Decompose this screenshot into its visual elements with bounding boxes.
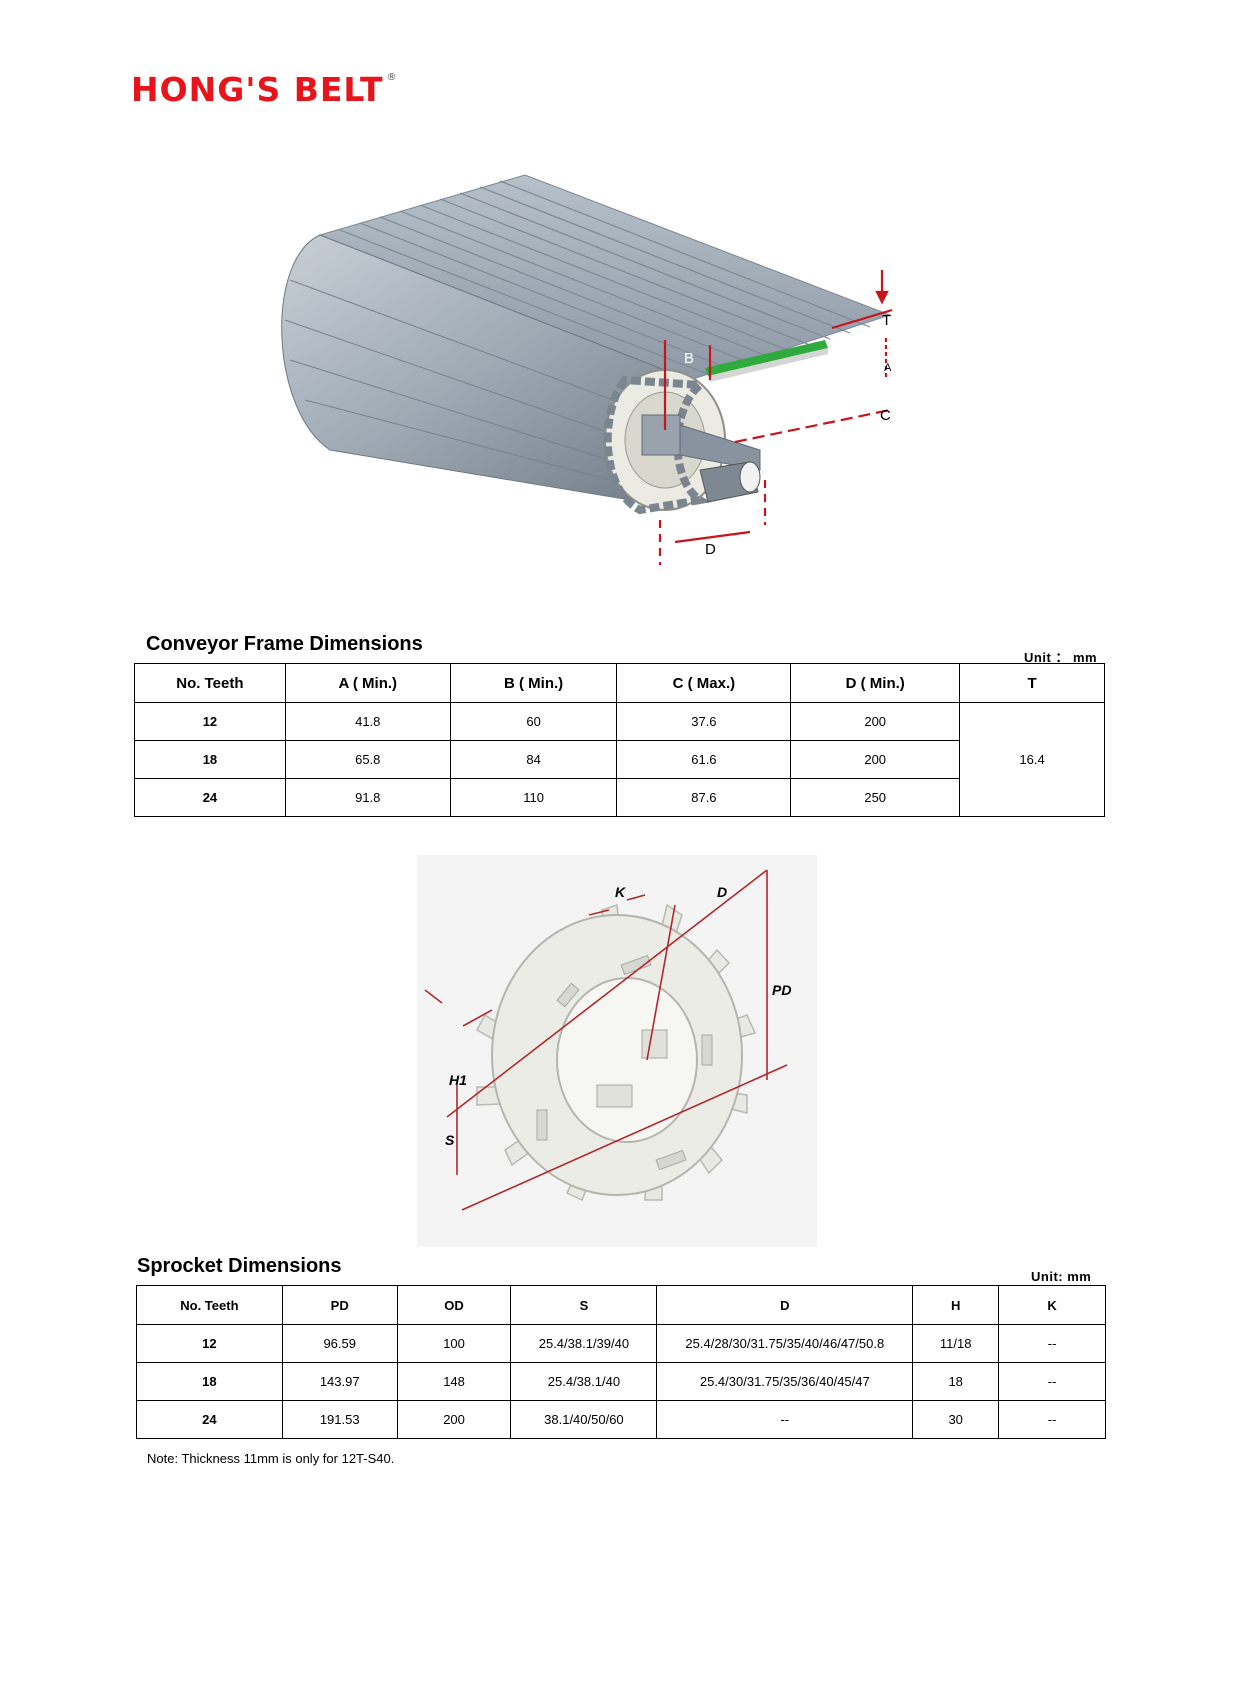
frame-section-title: Conveyor Frame Dimensions (146, 633, 423, 655)
frame-dimensions-table: No. Teeth A ( Min.) B ( Min.) C ( Max.) … (134, 663, 1105, 817)
col-header: C ( Max.) (616, 663, 792, 703)
conveyor-belt-illustration: T A B C D (281, 174, 893, 565)
dim-label-k: K (615, 884, 626, 900)
cell-a: 41.8 (284, 702, 451, 741)
cell-teeth: 18 (134, 740, 286, 779)
col-header: D (656, 1285, 914, 1325)
col-header: A ( Min.) (284, 663, 451, 703)
sprocket-illustration: K D PD H1 S (417, 855, 817, 1247)
sprocket-dimensions-table: No. Teeth PD OD S D H K 12 96.59 100 25.… (136, 1285, 1106, 1439)
col-header: T (959, 663, 1105, 703)
table-header-row: No. Teeth PD OD S D H K (136, 1285, 1106, 1325)
dim-label-d: D (717, 884, 727, 900)
dim-label-s: S (445, 1132, 455, 1148)
cell-teeth: 12 (134, 702, 286, 741)
cell-d: 250 (790, 778, 961, 817)
cell-s: 25.4/38.1/39/40 (510, 1324, 658, 1363)
table-row: 24 191.53 200 38.1/40/50/60 -- 30 -- (136, 1400, 1106, 1439)
cell-h: 11/18 (912, 1324, 1000, 1363)
cell-k: -- (998, 1324, 1106, 1363)
cell-t: 16.4 (959, 702, 1105, 817)
cell-d: -- (656, 1400, 914, 1439)
cell-teeth: 24 (134, 778, 286, 817)
col-header: H (912, 1285, 1000, 1325)
col-header: K (998, 1285, 1106, 1325)
col-header: PD (281, 1285, 398, 1325)
cell-teeth: 12 (136, 1324, 283, 1363)
cell-b: 60 (449, 702, 618, 741)
col-header: No. Teeth (136, 1285, 283, 1325)
cell-h: 18 (912, 1362, 1000, 1401)
dim-label-c: C (880, 407, 891, 424)
registered-mark: ® (386, 72, 398, 83)
cell-pd: 96.59 (281, 1324, 398, 1363)
brand-logo: HONG'S BELT® (131, 70, 398, 109)
table-row: 24 91.8 110 87.6 250 (134, 778, 1105, 817)
cell-d: 200 (790, 702, 961, 741)
col-header: D ( Min.) (790, 663, 961, 703)
dim-label-a: A (884, 362, 892, 374)
col-header: B ( Min.) (449, 663, 618, 703)
table-header-row: No. Teeth A ( Min.) B ( Min.) C ( Max.) … (134, 663, 1105, 703)
cell-c: 61.6 (616, 740, 792, 779)
cell-pd: 191.53 (281, 1400, 398, 1439)
dim-label-pd: PD (772, 982, 791, 998)
cell-a: 65.8 (284, 740, 451, 779)
cell-s: 38.1/40/50/60 (510, 1400, 658, 1439)
cell-d: 25.4/30/31.75/35/36/40/45/47 (656, 1362, 914, 1401)
dim-label-d: D (705, 541, 716, 558)
cell-od: 100 (396, 1324, 512, 1363)
footnote: Note: Thickness 11mm is only for 12T-S40… (147, 1451, 395, 1466)
table-row: 12 41.8 60 37.6 200 16.4 (134, 702, 1105, 817)
cell-b: 110 (449, 778, 618, 817)
cell-c: 37.6 (616, 702, 792, 741)
cell-c: 87.6 (616, 778, 792, 817)
cell-b: 84 (449, 740, 618, 779)
dim-label-h1: H1 (449, 1072, 467, 1088)
frame-unit: Unit ： mm (1024, 650, 1098, 665)
cell-h: 30 (912, 1400, 1000, 1439)
col-header: No. Teeth (134, 663, 286, 703)
dim-label-b: B (684, 350, 694, 367)
cell-a: 91.8 (284, 778, 451, 817)
cell-pd: 143.97 (281, 1362, 398, 1401)
cell-k: -- (998, 1362, 1106, 1401)
table-row: 12 96.59 100 25.4/38.1/39/40 25.4/28/30/… (136, 1324, 1106, 1363)
cell-od: 200 (396, 1400, 512, 1439)
cell-d: 200 (790, 740, 961, 779)
cell-teeth: 18 (136, 1362, 283, 1401)
sprocket-unit: Unit: mm (1031, 1269, 1092, 1284)
cell-od: 148 (396, 1362, 512, 1401)
table-row: 18 143.97 148 25.4/38.1/40 25.4/30/31.75… (136, 1362, 1106, 1401)
cell-k: -- (998, 1400, 1106, 1439)
col-header: S (510, 1285, 658, 1325)
sprocket-section-title: Sprocket Dimensions (137, 1255, 342, 1277)
cell-teeth: 24 (136, 1400, 283, 1439)
table-row: 18 65.8 84 61.6 200 (134, 740, 1105, 779)
cell-s: 25.4/38.1/40 (510, 1362, 658, 1401)
cell-d: 25.4/28/30/31.75/35/40/46/47/50.8 (656, 1324, 914, 1363)
brand-name: HONG'S BELT (131, 70, 384, 109)
dim-label-t: T (882, 312, 891, 329)
col-header: OD (396, 1285, 512, 1325)
